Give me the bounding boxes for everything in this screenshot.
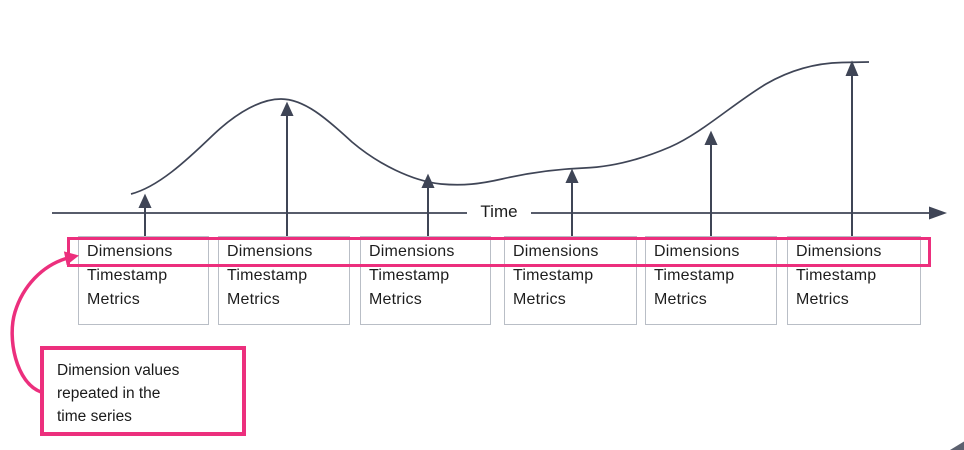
timestamp-field: Timestamp [654, 267, 735, 284]
metrics-field: Metrics [87, 291, 140, 308]
metrics-field: Metrics [369, 291, 422, 308]
timestamp-field: Timestamp [87, 267, 168, 284]
record-box: Dimensions Timestamp Metrics [218, 236, 350, 325]
callout-box: Dimension values repeated in the time se… [40, 346, 246, 436]
callout-line: repeated in the [57, 385, 161, 402]
value-arrow-head [565, 168, 579, 183]
timestamp-field: Timestamp [227, 267, 308, 284]
metrics-field: Metrics [227, 291, 280, 308]
dimensions-field: Dimensions [227, 243, 313, 260]
metrics-field: Metrics [796, 291, 849, 308]
record-box: Dimensions Timestamp Metrics [504, 236, 637, 325]
time-series-curve [130, 61, 870, 195]
timestamp-field: Timestamp [513, 267, 594, 284]
record-box: Dimensions Timestamp Metrics [787, 236, 921, 325]
dimensions-field: Dimensions [654, 243, 740, 260]
callout-line: time series [57, 408, 132, 425]
value-arrow-head [421, 173, 435, 188]
metrics-field: Metrics [654, 291, 707, 308]
record-box: Dimensions Timestamp Metrics [360, 236, 491, 325]
dimensions-field: Dimensions [513, 243, 599, 260]
value-arrow-head [138, 193, 152, 208]
dimensions-field: Dimensions [369, 243, 455, 260]
callout-line: Dimension values [57, 362, 180, 379]
metrics-field: Metrics [513, 291, 566, 308]
time-axis-label: Time [467, 202, 531, 222]
dimensions-field: Dimensions [87, 243, 173, 260]
dimensions-field: Dimensions [796, 243, 882, 260]
record-box: Dimensions Timestamp Metrics [78, 236, 209, 325]
dimensions-highlight-band [67, 237, 931, 267]
value-arrow-head [280, 101, 294, 116]
value-arrow-head [845, 60, 859, 76]
record-box: Dimensions Timestamp Metrics [645, 236, 777, 325]
value-arrow-head [704, 130, 718, 145]
time-axis-arrowhead [929, 206, 947, 220]
timestamp-field: Timestamp [796, 267, 877, 284]
corner-artifact [950, 441, 964, 450]
timestamp-field: Timestamp [369, 267, 450, 284]
